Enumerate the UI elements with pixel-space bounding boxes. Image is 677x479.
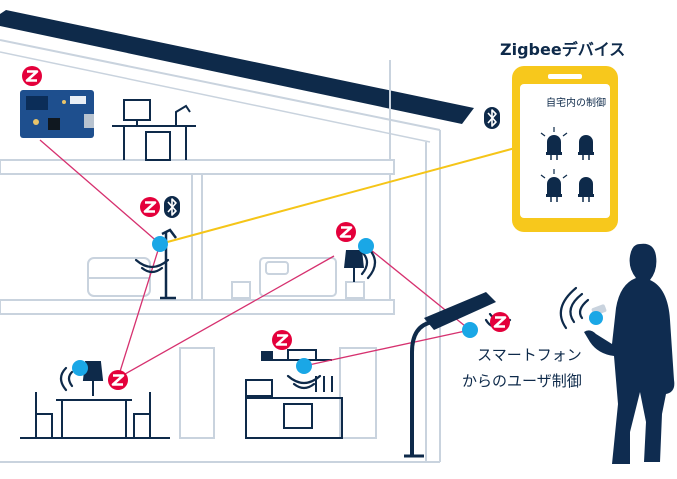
bluetooth-link (159, 143, 531, 245)
device-dots (72, 236, 603, 376)
caption-line-2: からのユーザ制御 (462, 372, 582, 390)
caption-line-1: スマートフォン (477, 346, 582, 364)
dining-set (20, 361, 170, 439)
kitchen (245, 349, 343, 439)
desk (112, 99, 196, 161)
phone (512, 66, 618, 232)
roof (0, 10, 474, 143)
bed (231, 257, 365, 299)
zigbee-devices-label: Zigbeeデバイス (500, 40, 626, 59)
house-walls (0, 60, 441, 463)
table-lamp-right (344, 250, 364, 282)
smartphone-control-caption: スマートフォン からのユーザ制御 (462, 342, 582, 394)
bluetooth-icon (163, 106, 501, 219)
phone-screen-title: 自宅内の制御 (546, 98, 606, 109)
wireless-signal-icon (59, 246, 590, 392)
street-light-icon (404, 292, 496, 458)
dev-board (20, 90, 94, 138)
person-silhouette (584, 243, 675, 464)
